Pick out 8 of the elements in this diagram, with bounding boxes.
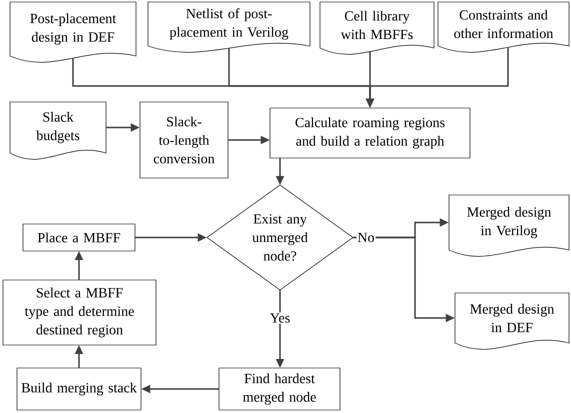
process-box: Place a MBFF: [22, 224, 136, 252]
process-box: Build merging stack: [16, 368, 142, 410]
process-box: Select a MBFF type and determine destined region: [2, 280, 156, 346]
process-box: Calculate roaming regions and build a relation graph: [270, 108, 470, 158]
edge-label: Yes: [268, 312, 292, 324]
process-box: Slack-to-length conversion: [140, 102, 228, 178]
edge-label: No: [356, 232, 376, 244]
process-box: Find hardest merged node: [218, 368, 340, 410]
